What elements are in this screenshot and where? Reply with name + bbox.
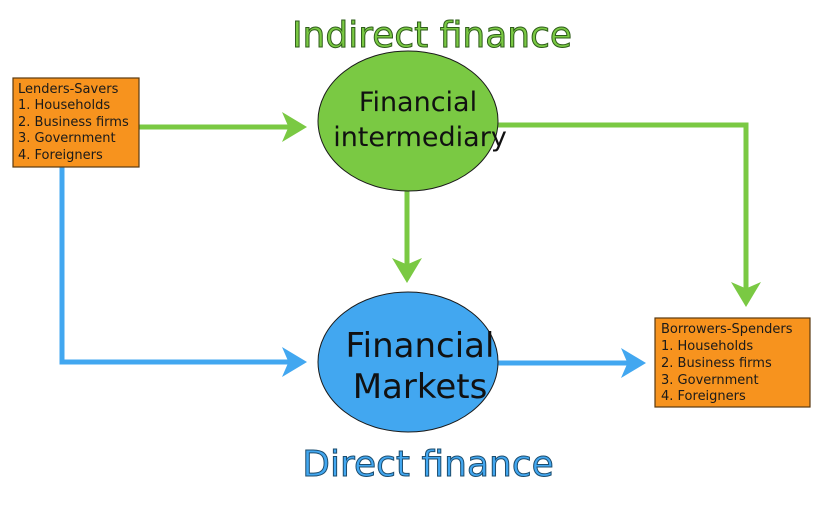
intermediary-line1: Financial	[359, 87, 477, 118]
lenders-item: 2. Business firms	[18, 115, 129, 130]
borrowers-heading: Borrowers-Spenders	[661, 322, 793, 337]
borrowers-item: 4. Foreigners	[661, 389, 746, 404]
financial-intermediary-node: Financial intermediary	[317, 50, 507, 192]
lenders-item: 3. Government	[18, 131, 116, 146]
markets-line1: Financial	[346, 326, 495, 366]
direct-finance-title: Direct finance	[302, 444, 554, 485]
financial-markets-node: Financial Markets	[317, 291, 499, 433]
lenders-savers-box: Lenders-Savers 1. Households 2. Business…	[12, 77, 140, 168]
arrow-lenders-to-markets	[59, 167, 307, 377]
intermediary-line2: intermediary	[333, 122, 507, 153]
lenders-item: 4. Foreigners	[18, 148, 103, 163]
lenders-heading: Lenders-Savers	[18, 82, 119, 97]
arrow-intermediary-to-borrowers	[490, 122, 761, 307]
borrowers-item: 1. Households	[661, 339, 753, 354]
borrowers-item: 2. Business firms	[661, 356, 772, 371]
indirect-finance-title: Indirect finance	[292, 15, 572, 56]
lenders-item: 1. Households	[18, 98, 110, 113]
markets-line2: Markets	[353, 367, 488, 407]
borrowers-spenders-box: Borrowers-Spenders 1. Households 2. Busi…	[654, 317, 811, 408]
borrowers-item: 3. Government	[661, 373, 759, 388]
